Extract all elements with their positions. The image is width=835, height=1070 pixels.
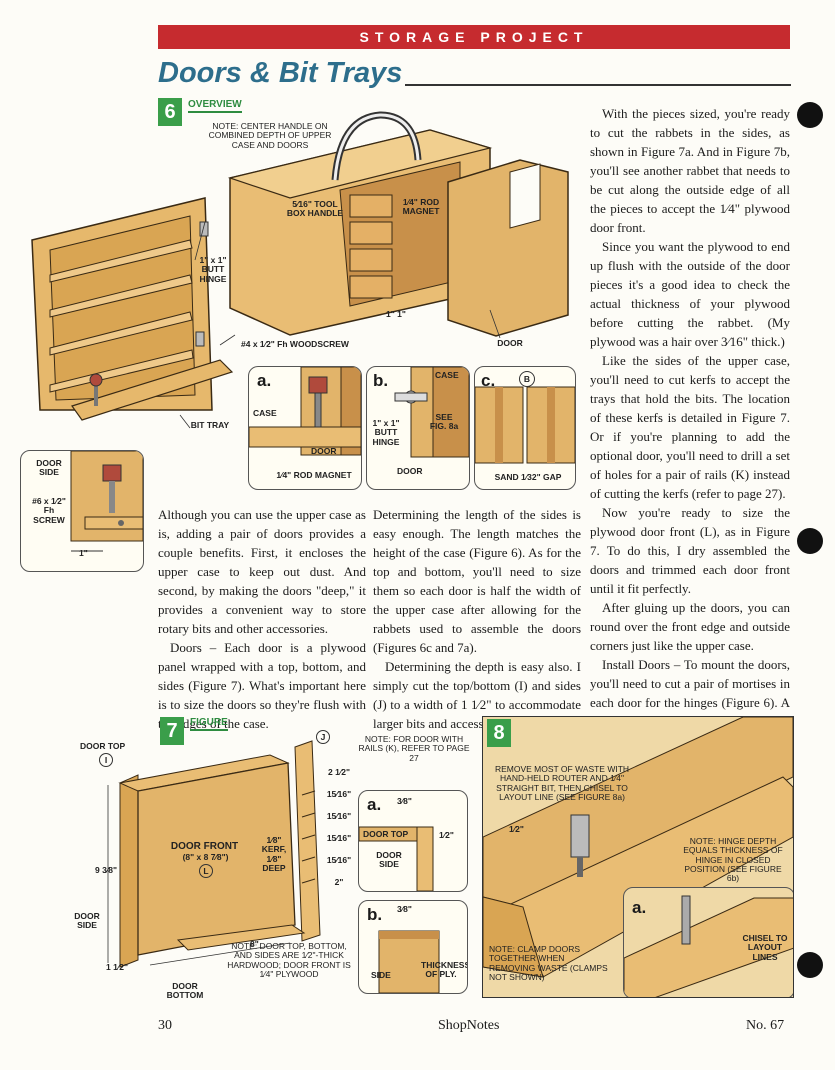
figure-7-badge: 7 xyxy=(160,717,184,745)
detail-7b-letter: b. xyxy=(367,905,383,924)
figure-6-tag: OVERVIEW xyxy=(188,99,242,113)
figure-7-tag: FIGURE xyxy=(190,717,228,731)
detail-7a-letter: a. xyxy=(367,795,382,814)
figure-7-drawing xyxy=(107,740,321,968)
door-front-label: DOOR FRONT xyxy=(170,841,239,852)
figure-8-remove-note: REMOVE MOST OF WASTE WITH HAND-HELD ROUT… xyxy=(494,764,630,803)
col3-para: Since you want the plywood to end up flu… xyxy=(590,239,790,349)
detail-6a-door: DOOR xyxy=(311,446,337,456)
col3-para: Like the sides of the upper case, you'll… xyxy=(590,353,790,501)
detail-7a: a. 3⁄8" 1⁄2" DOOR TOP DOOR SIDE xyxy=(358,790,468,892)
col3-para: With the pieces sized, you're ready to c… xyxy=(590,106,790,235)
detail-6a-letter: a. xyxy=(257,371,272,390)
part-l-marker: L xyxy=(199,864,213,878)
woodscrew-label: #4 x 1⁄2" Fh WOODSCREW xyxy=(241,339,349,349)
depth-dim: 1 1⁄2" xyxy=(106,962,128,972)
figure-6-drawing xyxy=(31,111,569,429)
col2-para: Determining the depth is easy also. I si… xyxy=(373,659,581,731)
section-header: STORAGE PROJECT xyxy=(158,25,790,49)
handle-label: 5⁄16" TOOL BOX HANDLE xyxy=(286,199,344,219)
figure-8-clamp-note: NOTE: CLAMP DOORS TOGETHER WHEN REMOVING… xyxy=(489,944,608,983)
bit-tray-label: BIT TRAY xyxy=(190,420,230,430)
binder-hole-icon xyxy=(797,528,823,554)
part-i-marker: I xyxy=(99,753,113,767)
figure-8-hinge-note: NOTE: HINGE DEPTH EQUALS THICKNESS OF HI… xyxy=(683,836,783,884)
spacing-value: 15⁄16" xyxy=(326,833,352,843)
part-j-marker: J xyxy=(316,730,330,744)
detail-6b-case: CASE xyxy=(435,370,459,380)
figure-8-panel: 8 REMOVE MOST OF WASTE WITH HAND-HELD RO… xyxy=(482,716,794,998)
spacing-value: 2" xyxy=(334,877,344,887)
detail-8a-chisel: CHISEL TO LAYOUT LINES xyxy=(742,933,788,962)
detail-7b-dim: 3⁄8" xyxy=(397,904,412,914)
binder-hole-icon xyxy=(797,952,823,978)
spacing-value: 2 1⁄2" xyxy=(328,767,350,777)
detail-7a-dim2: 1⁄2" xyxy=(439,830,454,840)
spacing-value: 15⁄16" xyxy=(326,811,352,821)
figure-7-rails-note: NOTE: FOR DOOR WITH RAILS (K), REFER TO … xyxy=(358,734,470,763)
magnet-label: 1⁄4" ROD MAGNET xyxy=(402,197,440,217)
kerf-label: 1⁄8" KERF, 1⁄8" DEEP xyxy=(261,835,287,874)
figure-6-note: NOTE: CENTER HANDLE ON COMBINED DEPTH OF… xyxy=(208,121,332,150)
figure-8-dim: 1⁄2" xyxy=(509,824,524,834)
detail-7b: b. 3⁄8" SIDE THICKNESS OF PLY. xyxy=(358,900,468,994)
detail-6a: a. CASE DOOR 1⁄4" ROD MAGNET xyxy=(248,366,362,490)
figure-7-note: NOTE: DOOR TOP, BOTTOM, AND SIDES ARE 1⁄… xyxy=(227,941,351,980)
binder-hole-icon xyxy=(797,102,823,128)
hinge-label: 1" x 1" BUTT HINGE xyxy=(199,255,227,284)
detail-8a: a. CHISEL TO LAYOUT LINES xyxy=(623,887,793,997)
side-detail-dim: 1" xyxy=(79,548,88,558)
column-3: With the pieces sized, you're ready to c… xyxy=(590,104,790,788)
side-detail-door-side: DOOR SIDE xyxy=(36,458,62,478)
detail-6b-door: DOOR xyxy=(397,466,423,476)
column-2: Determining the length of the sides is e… xyxy=(373,505,581,733)
door-front-dim: (8" x 8 7⁄8") xyxy=(182,852,229,862)
spacing-label: 1" 1" xyxy=(386,309,406,319)
side-detail-screw: #6 x 1⁄2" Fh SCREW xyxy=(32,496,66,525)
door-top-label: DOOR TOP xyxy=(80,741,126,751)
detail-6c-marker: B xyxy=(519,371,535,387)
detail-6b: b. CASE SEE FIG. 8a 1" x 1" BUTT HINGE D… xyxy=(366,366,470,490)
door-label: DOOR xyxy=(497,338,523,348)
detail-6c-letter: c. xyxy=(481,371,496,390)
detail-6c: c. B SAND 1⁄32" GAP xyxy=(474,366,576,490)
figure-8-badge: 8 xyxy=(487,719,511,747)
issue-number: No. 67 xyxy=(746,1018,785,1033)
detail-6b-letter: b. xyxy=(373,371,389,390)
col1-para: Doors – Each door is a plywood panel wra… xyxy=(158,640,366,731)
detail-7a-dim1: 3⁄8" xyxy=(397,796,412,806)
detail-6a-magnet: 1⁄4" ROD MAGNET xyxy=(276,470,352,480)
door-bottom-label: DOOR BOTTOM xyxy=(166,981,204,1001)
side-detail: DOOR SIDE #6 x 1⁄2" Fh SCREW 1" xyxy=(20,450,144,572)
col2-para: Determining the length of the sides is e… xyxy=(373,507,581,655)
detail-7b-side: SIDE xyxy=(371,970,391,980)
column-1: Although you can use the upper case as i… xyxy=(158,505,366,733)
kerf-spacings: 2 1⁄2" 15⁄16" 15⁄16" 15⁄16" 15⁄16" 2" xyxy=(322,767,356,900)
detail-7b-thick: THICKNESS OF PLY. xyxy=(421,960,468,980)
magazine-name: ShopNotes xyxy=(438,1018,500,1033)
detail-6c-gap: SAND 1⁄32" GAP xyxy=(494,472,562,482)
height-dim: 9 3⁄8" xyxy=(95,865,117,875)
detail-8a-letter: a. xyxy=(632,898,647,917)
detail-6b-hinge: 1" x 1" BUTT HINGE xyxy=(372,418,400,447)
page-title: Doors & Bit Trays xyxy=(158,57,403,89)
title-rule xyxy=(405,84,791,86)
spacing-value: 15⁄16" xyxy=(326,855,352,865)
page-number: 30 xyxy=(158,1018,172,1033)
figure-8-drawing xyxy=(483,717,793,978)
detail-7a-door-top: DOOR TOP xyxy=(363,829,409,839)
detail-6b-see: SEE FIG. 8a xyxy=(429,412,459,432)
detail-7a-door-side: DOOR SIDE xyxy=(376,850,402,870)
spacing-value: 15⁄16" xyxy=(326,789,352,799)
detail-6a-case: CASE xyxy=(253,408,277,418)
figure-6-badge: 6 xyxy=(158,98,182,126)
col1-para: Although you can use the upper case as i… xyxy=(158,507,366,636)
col3-para: After gluing up the doors, you can round… xyxy=(590,600,790,653)
width-dim: 8" xyxy=(250,939,259,949)
door-side-label: DOOR SIDE xyxy=(74,911,100,931)
col3-para: Now you're ready to size the plywood doo… xyxy=(590,505,790,596)
